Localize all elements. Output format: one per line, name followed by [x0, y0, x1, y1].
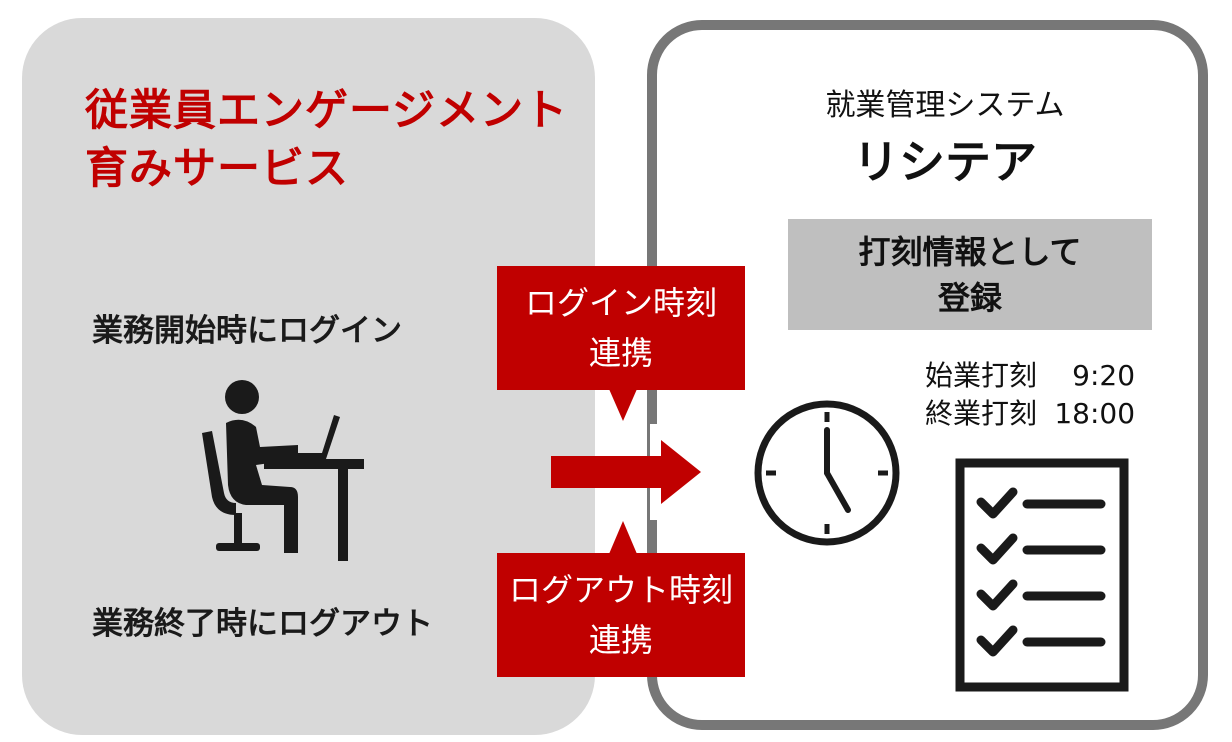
login-sync-callout: ログイン時刻 連携: [497, 266, 745, 390]
system-name: リシテア: [853, 135, 1037, 189]
service-title: 従業員エンゲージメント 育みサービス: [85, 82, 568, 198]
service-title-line: 従業員エンゲージメント: [85, 86, 569, 136]
stamp-time: 18:00: [1054, 397, 1136, 430]
logout-sync-callout: ログアウト時刻 連携: [497, 553, 745, 677]
service-title-line: 育みサービス: [85, 144, 349, 194]
logout-caption: 業務終了時にログアウト: [92, 606, 433, 642]
callout-line: 連携: [588, 334, 653, 372]
stamp-label: 始業打刻: [925, 359, 1038, 392]
clock-icon: [754, 400, 900, 546]
logout-callout-tail: [609, 521, 637, 554]
record-box: 打刻情報として 登録: [788, 219, 1152, 330]
callout-line: ログアウト時刻: [508, 571, 733, 609]
record-box-line: 打刻情報として: [858, 232, 1082, 271]
person-at-desk-icon: [202, 380, 364, 561]
login-callout-tail: [609, 389, 637, 421]
system-title: 就業管理システム: [825, 88, 1065, 123]
callout-line: ログイン時刻: [524, 284, 717, 322]
login-caption: 業務開始時にログイン: [92, 313, 402, 349]
right-arrow-icon: [551, 440, 701, 504]
record-box-line: 登録: [937, 278, 1002, 317]
stamp-label: 終業打刻: [925, 397, 1038, 430]
end-stamp: 終業打刻 18:00: [925, 392, 1135, 432]
checklist-icon: [955, 458, 1129, 692]
start-stamp: 始業打刻 9:20: [925, 354, 1135, 394]
stamp-time: 9:20: [1072, 359, 1136, 392]
callout-line: 連携: [588, 621, 653, 659]
